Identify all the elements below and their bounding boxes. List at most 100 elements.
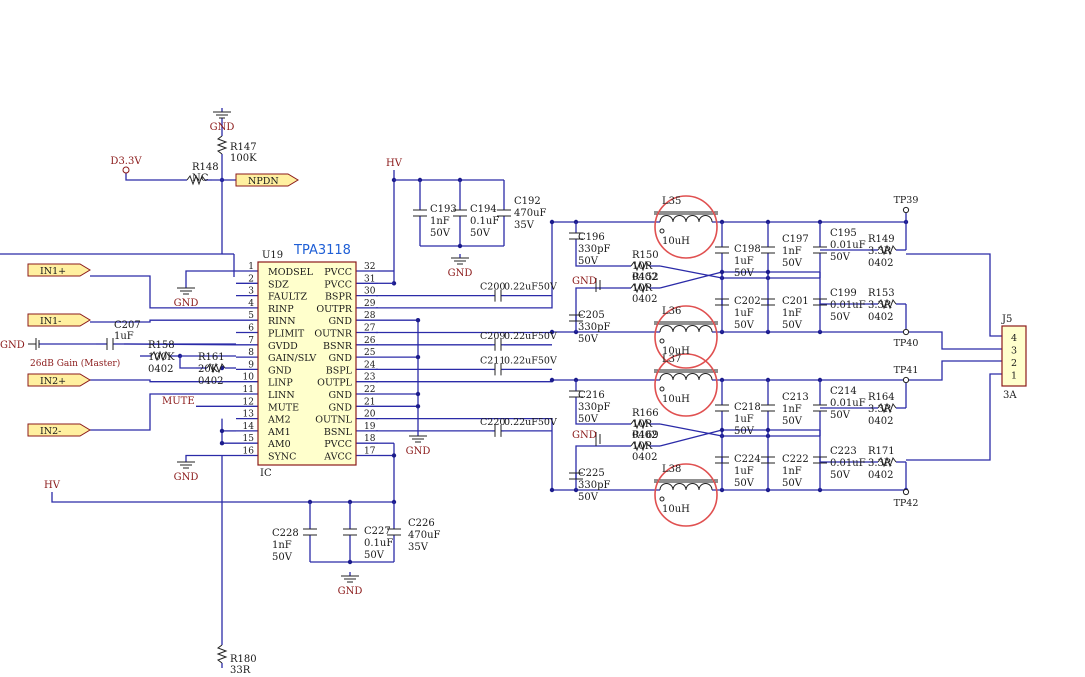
linp-wire	[90, 379, 236, 383]
port-in2n-label: IN2-	[40, 426, 61, 437]
ic-pin-name: GND	[268, 365, 292, 376]
ic-pin-number: 30	[364, 287, 376, 297]
testpoint-tp40-label: TP40	[894, 338, 919, 349]
d33-label: D3.3V	[110, 156, 142, 167]
ic-pin-number: 22	[364, 385, 375, 395]
r153-label: R153	[868, 288, 895, 299]
ic-pin-number: 14	[243, 422, 255, 432]
junction-dot	[219, 428, 225, 434]
junction-dot	[549, 329, 555, 335]
port-in1n	[27, 313, 91, 327]
connector-j5-rating: 3A	[1003, 390, 1017, 401]
bs-cap-label: 0.22uF50V	[504, 355, 557, 366]
ic-pin-number: 25	[364, 348, 376, 358]
ic-pin-number: 29	[364, 299, 376, 309]
r171-label: R171	[868, 446, 895, 457]
r150-label: R150	[632, 250, 659, 261]
gain-wire	[179, 356, 196, 369]
snubber-wire	[575, 287, 620, 304]
junction-dot	[347, 559, 353, 565]
inductor-polarity-mark	[659, 386, 665, 392]
r164-label: 3.3R	[868, 404, 892, 415]
r180-label: R180	[230, 654, 257, 665]
junction-dot	[549, 377, 555, 383]
c194-label: 50V	[470, 228, 491, 239]
ic-pin-name: RINN	[268, 316, 296, 327]
c192-label: 35V	[514, 220, 535, 231]
c195-label: 0.01uF	[830, 240, 866, 251]
ic-pin-number: 15	[243, 434, 255, 444]
port-in1p	[27, 263, 91, 277]
connector-pin-number: 2	[1011, 358, 1017, 369]
gnd-gain-label: GND	[0, 340, 25, 351]
c205-label: 330pF	[578, 322, 610, 333]
r169-label: 0402	[632, 452, 657, 463]
ic-pin-name: BSNL	[324, 427, 353, 438]
ic-pin-name: PLIMIT	[268, 329, 305, 340]
l35	[659, 215, 713, 223]
c224-label: 1uF	[734, 466, 754, 477]
c228-label: C228	[272, 528, 299, 539]
gnd-sync: GND	[174, 472, 199, 483]
highlight-circle-l37	[654, 353, 718, 417]
bs-cap-label: 0.22uF50V	[504, 417, 557, 428]
c198-label: C198	[734, 244, 761, 255]
ic-pin-name: AM0	[267, 439, 291, 450]
r158	[150, 350, 170, 362]
c195-label: C195	[830, 228, 857, 239]
mute-label: MUTE	[162, 396, 195, 407]
ic-pin-name: GND	[328, 316, 352, 327]
c224-label: C224	[734, 454, 761, 465]
modsel-wire	[185, 270, 236, 284]
r148-label: R148	[192, 162, 219, 173]
ic-pin-number: 7	[248, 336, 254, 346]
highlight-circle-l36	[654, 305, 718, 369]
l37-label: L37	[662, 354, 681, 365]
gnd-r147: GND	[210, 122, 235, 133]
ic-pin-name: BSPL	[326, 365, 353, 376]
ic-pin-name: OUTNL	[315, 415, 352, 426]
ic-pin-name: GND	[328, 390, 352, 401]
ic-pin-number: 28	[364, 311, 376, 321]
r161-label: 0402	[198, 376, 223, 387]
sync-wire	[185, 454, 236, 458]
inductor-polarity-mark	[659, 228, 665, 234]
c199-label: 0.01uF	[830, 300, 866, 311]
ic-pin-number: 18	[364, 434, 376, 444]
ic-pin-name: GVDD	[268, 341, 298, 352]
r158-label: 0402	[148, 364, 173, 375]
c197-label: 50V	[782, 258, 803, 269]
r180-label: 33R	[230, 665, 251, 676]
c213-label: 50V	[782, 416, 803, 427]
c205-label: C205	[578, 310, 605, 321]
testpoint-tp40	[902, 328, 910, 336]
ic-pin-name: OUTPR	[316, 304, 353, 315]
gnd-snubber-label: GND	[572, 276, 597, 287]
c224-label: 50V	[734, 478, 755, 489]
r164-label: 0402	[868, 416, 893, 427]
ic-pin-number: 21	[364, 397, 375, 407]
hv-bottom-label: HV	[44, 480, 61, 491]
ic-pin-name: AVCC	[323, 452, 352, 463]
ic-pin-number: 10	[243, 373, 255, 383]
ic-pin-number: 1	[248, 262, 254, 272]
l36-label: 10uH	[662, 346, 690, 357]
c225-label: C225	[578, 468, 605, 479]
r169-label: 10R	[632, 441, 653, 452]
testpoint-tp39-label: TP39	[894, 195, 919, 206]
ic-pin-number: 8	[248, 348, 254, 358]
c222-label: 50V	[782, 478, 803, 489]
junction-dot	[457, 243, 463, 249]
r166	[630, 418, 650, 430]
l38-label: 10uH	[662, 504, 690, 515]
junction-dot	[765, 269, 771, 275]
c199-label: C199	[830, 288, 857, 299]
ic-pin-number: 6	[248, 324, 254, 334]
junction-dot	[391, 453, 397, 458]
testpoint-tp42-label: TP42	[894, 498, 919, 509]
ic-pin-name: PVCC	[324, 279, 352, 290]
port-in2n	[27, 423, 91, 437]
snubber-wire	[659, 429, 723, 447]
hv-bottom-rail	[51, 492, 394, 503]
c195-label: 50V	[830, 252, 851, 263]
